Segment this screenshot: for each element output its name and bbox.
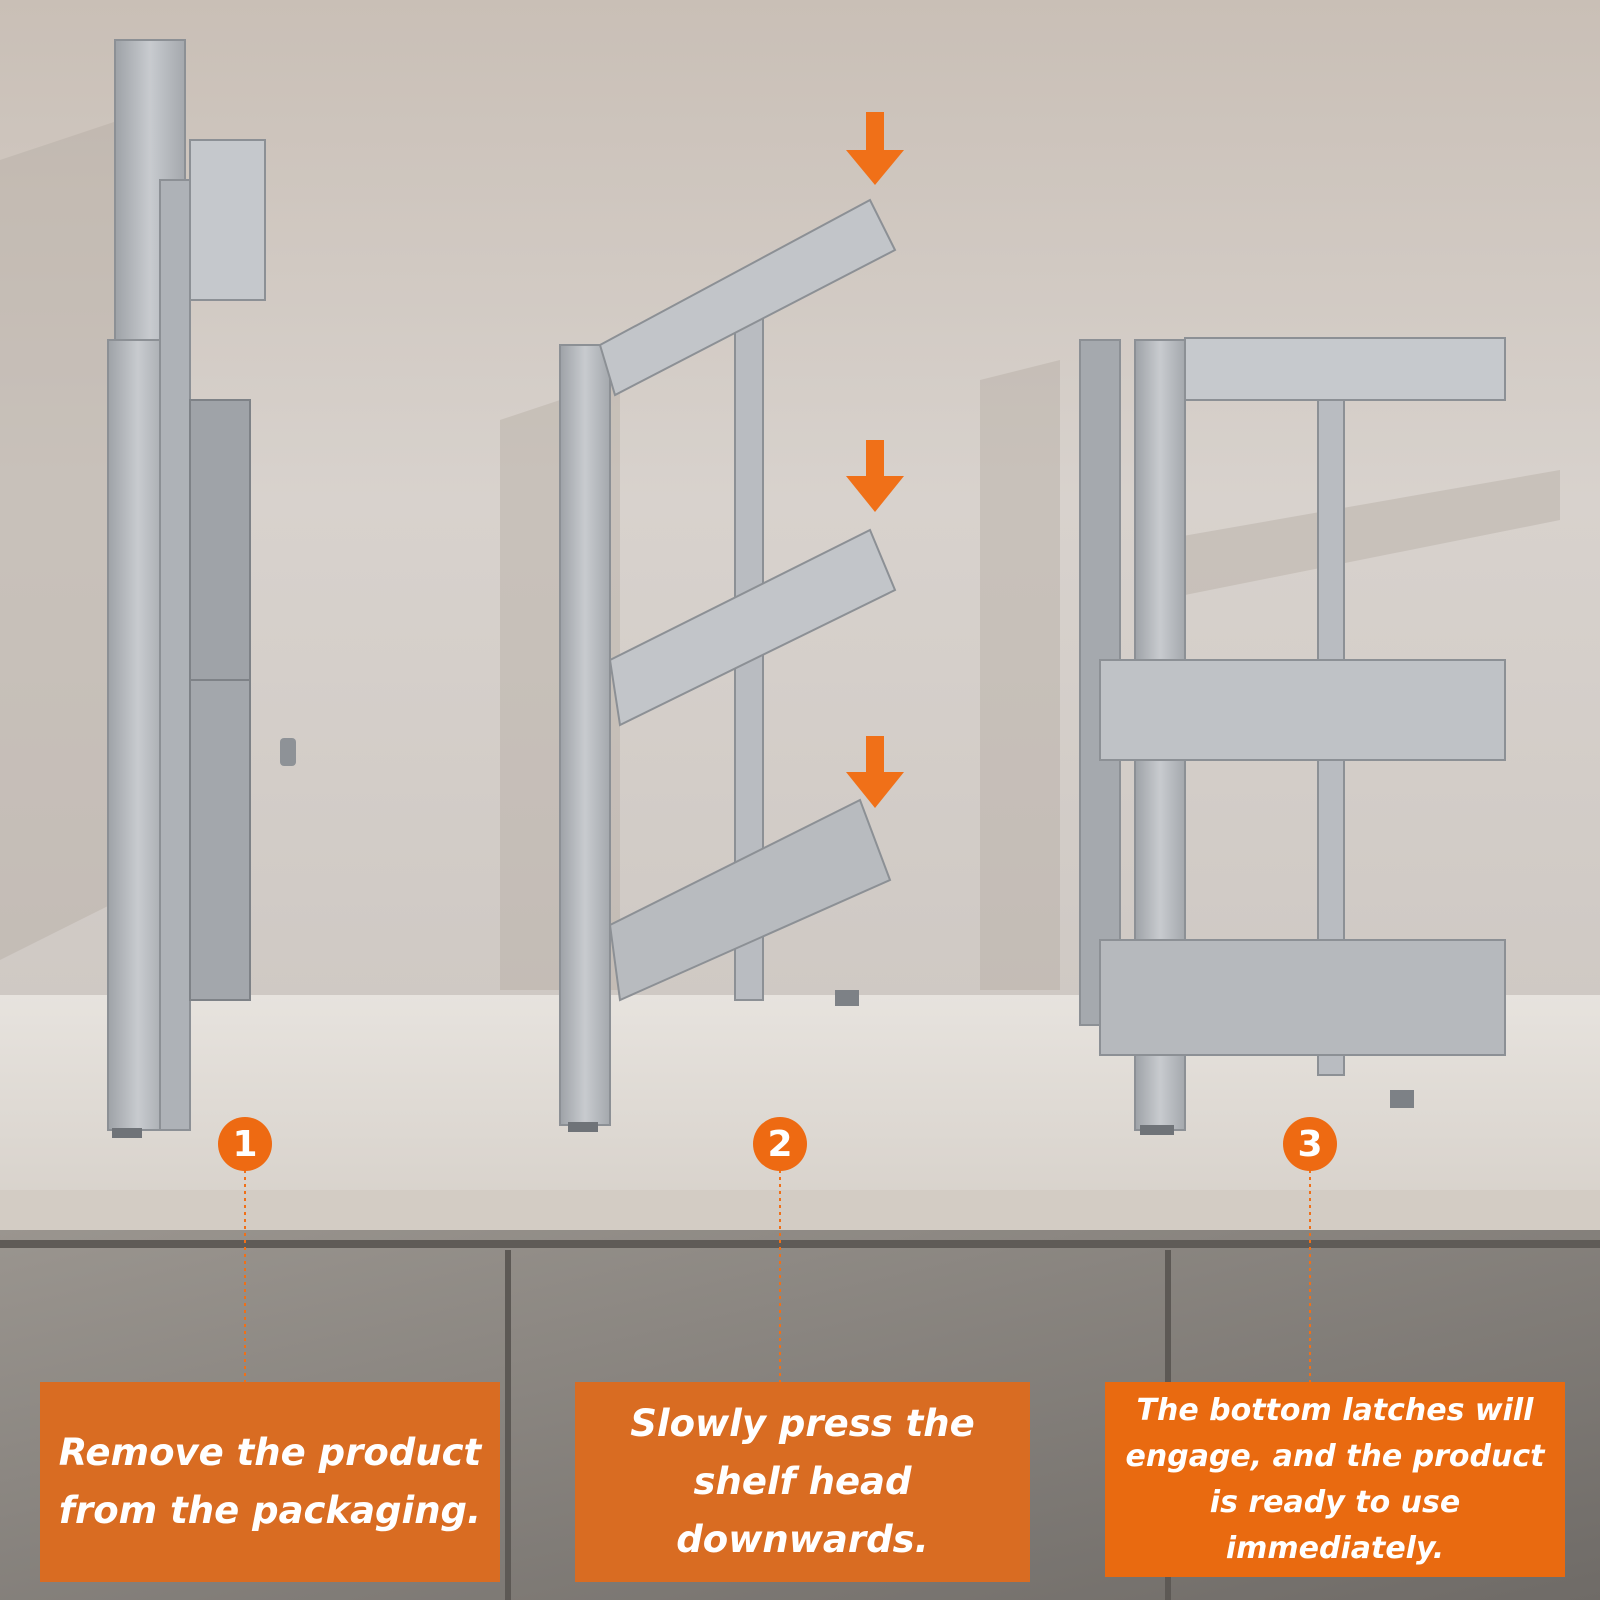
step-caption-1-text: Remove the product from the packaging.	[58, 1431, 482, 1532]
rack-folded	[107, 39, 296, 1138]
step-badge-3: 3	[1283, 1117, 1337, 1171]
step-caption-2-text: Slowly press the shelf head downwards.	[630, 1402, 975, 1561]
rack-assembled	[1079, 337, 1506, 1135]
cabinet-top-line	[0, 1240, 1600, 1248]
step-caption-3: The bottom latches will engage, and the …	[1105, 1382, 1565, 1577]
step-caption-3-text: The bottom latches will engage, and the …	[1125, 1392, 1545, 1566]
step-badge-2: 2	[753, 1117, 807, 1171]
rack-assembling	[559, 198, 897, 1132]
down-arrow-icon	[846, 112, 904, 185]
step-caption-2: Slowly press the shelf head downwards.	[575, 1382, 1030, 1582]
step-caption-1: Remove the product from the packaging.	[40, 1382, 500, 1582]
down-arrow-icon	[846, 440, 904, 512]
countertop-edge	[0, 1190, 1600, 1230]
cabinet-gap-1	[505, 1250, 511, 1600]
step-badge-1: 1	[218, 1117, 272, 1171]
down-arrow-icon	[846, 736, 904, 808]
